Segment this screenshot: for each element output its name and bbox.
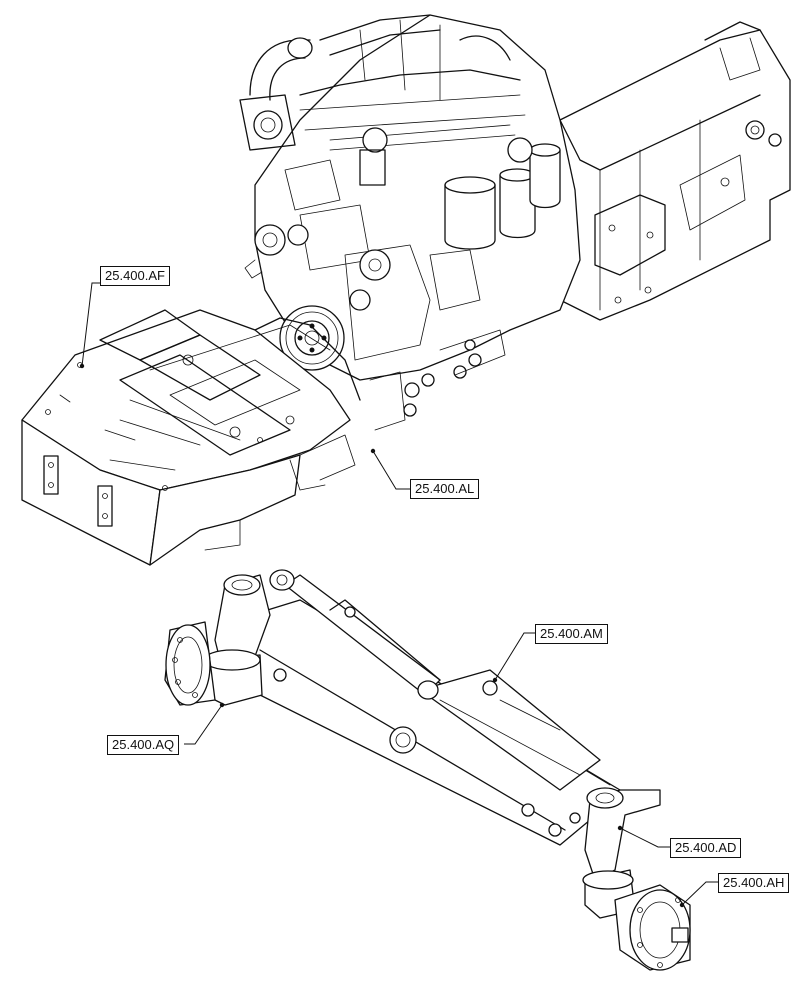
callout-25-400-ad[interactable]: 25.400.AD <box>670 838 742 858</box>
callout-25-400-am[interactable]: 25.400.AM <box>535 624 608 644</box>
callout-25-400-aq[interactable]: 25.400.AQ <box>107 735 180 755</box>
transmission-housing <box>559 21 791 321</box>
callout-25-400-ah[interactable]: 25.400.AH <box>718 873 790 893</box>
callout-25-400-af[interactable]: 25.400.AF <box>100 266 170 286</box>
front-support-frame <box>21 309 361 566</box>
callout-25-400-al[interactable]: 25.400.AL <box>410 479 480 499</box>
callout-leaders <box>79 282 718 908</box>
front-axle <box>164 569 691 971</box>
